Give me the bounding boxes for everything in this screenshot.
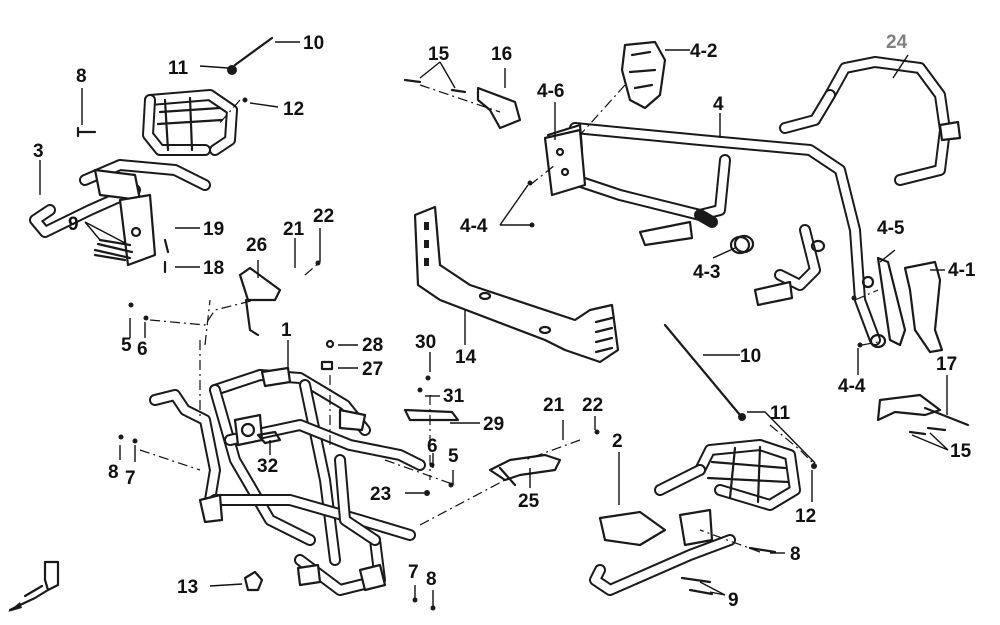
label-7-bottom: 7 [408, 562, 419, 583]
label-22-mid: 22 [582, 395, 603, 416]
label-4: 4 [713, 94, 724, 115]
part-29-strap [403, 408, 460, 422]
part-23-washer [424, 490, 430, 496]
part-4-1-outer-cover [903, 260, 944, 354]
label-24: 24 [886, 32, 908, 53]
part-3-rear-carrier [29, 89, 238, 267]
label-3: 3 [33, 141, 44, 162]
label-1: 1 [281, 320, 292, 341]
label-13: 13 [177, 577, 198, 598]
label-26: 26 [246, 235, 267, 256]
label-31: 31 [443, 386, 465, 407]
label-17: 17 [936, 354, 957, 375]
part-32-clip [256, 430, 282, 445]
label-18: 18 [203, 258, 224, 279]
label-8-bottom: 8 [426, 569, 437, 590]
part-4-2-upper-cover [620, 40, 667, 110]
part-11-tie-head [227, 65, 746, 421]
label-23: 23 [370, 484, 391, 505]
part-24-upper-hoop [779, 56, 962, 186]
label-6-mid: 6 [427, 436, 438, 457]
label-22: 22 [313, 206, 334, 227]
part-16-bracket [476, 86, 522, 130]
label-4-1: 4-1 [948, 260, 976, 281]
label-28: 28 [362, 335, 383, 356]
assembly-lines [139, 84, 879, 553]
fasteners [76, 78, 947, 611]
label-27: 27 [362, 359, 383, 380]
part-10-cable-tie [233, 36, 742, 417]
part-labels: 10 11 12 8 3 9 19 18 26 21 22 5 6 1 28 2… [33, 32, 976, 611]
label-6: 6 [137, 339, 148, 360]
label-4-2: 4-2 [690, 41, 717, 62]
label-32: 32 [257, 456, 278, 477]
part-1-main-frame [149, 366, 426, 596]
part-4-3-end-cap [733, 234, 755, 254]
part-2-front-carrier [589, 439, 801, 596]
label-15-top: 15 [428, 44, 450, 65]
label-9: 9 [68, 214, 79, 235]
front-arrow-icon [8, 560, 60, 612]
label-8-left: 8 [108, 462, 119, 483]
label-25: 25 [518, 491, 540, 512]
label-9-right: 9 [728, 590, 739, 611]
label-10: 10 [303, 33, 324, 54]
label-4-6: 4-6 [537, 81, 564, 102]
label-29: 29 [483, 414, 504, 435]
label-16: 16 [491, 44, 512, 65]
label-11-lower: 11 [770, 403, 791, 424]
label-4-4-lower: 4-4 [838, 376, 866, 397]
part-17-bracket [876, 393, 970, 427]
label-12-lower: 12 [795, 506, 816, 527]
part-14-cross-plate [413, 205, 620, 364]
label-14: 14 [455, 347, 477, 368]
part-25-harness-bracket [488, 453, 562, 487]
label-11: 11 [168, 58, 189, 79]
label-4-4-upper: 4-4 [460, 216, 488, 237]
label-4-3: 4-3 [693, 262, 720, 283]
part-4-6-side-bracket [543, 128, 587, 197]
label-4-5: 4-5 [877, 218, 905, 239]
label-8: 8 [76, 66, 87, 87]
label-5-mid: 5 [448, 446, 459, 467]
label-7-left: 7 [125, 468, 136, 489]
part-4-front-guard [546, 122, 887, 349]
label-21: 21 [283, 219, 305, 240]
part-13-grommet [243, 570, 264, 592]
label-21-mid: 21 [543, 395, 565, 416]
label-8-right: 8 [790, 544, 801, 565]
label-30: 30 [415, 332, 436, 353]
label-19: 19 [203, 219, 224, 240]
label-10-lower: 10 [740, 346, 761, 367]
label-5: 5 [121, 335, 132, 356]
label-2: 2 [612, 431, 623, 452]
leader-lines [39, 41, 949, 606]
part-4-5-inner-plate [876, 256, 907, 347]
label-15-right: 15 [950, 441, 972, 462]
part-26-harness-bracket [238, 266, 282, 337]
label-12: 12 [283, 99, 304, 120]
